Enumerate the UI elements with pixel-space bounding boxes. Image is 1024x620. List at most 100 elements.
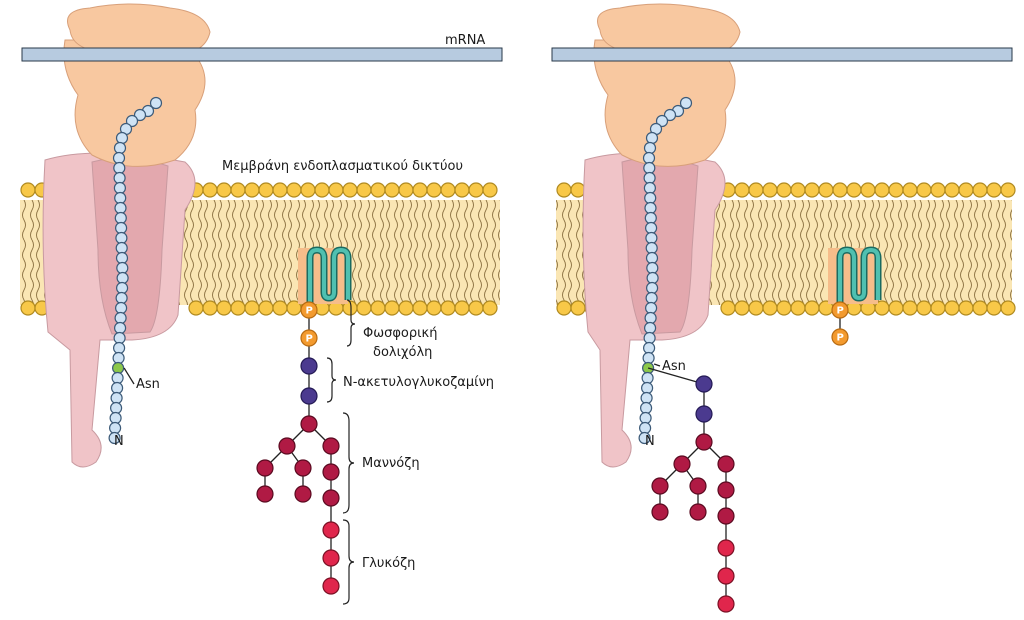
lipid-head	[244, 300, 260, 316]
dolichol-label-line1: Φωσφορική	[363, 326, 437, 341]
lipid-head	[874, 182, 890, 198]
brace-mannose	[342, 412, 355, 514]
glucose-sugar	[322, 549, 340, 567]
amino-acid-bead	[109, 401, 123, 415]
membrane-label: Μεμβράνη ενδοπλασματικού δικτύου	[222, 159, 463, 174]
amino-acid-bead	[645, 251, 659, 265]
phosphate-group	[300, 301, 318, 319]
amino-acid-bead	[113, 181, 127, 195]
asn-pointer	[123, 367, 135, 385]
phosphate-label: P	[306, 306, 313, 317]
amino-acid-bead	[645, 231, 658, 245]
asn-label-left: Asn	[136, 377, 160, 392]
lipid-head	[888, 182, 904, 198]
amino-acid-bead	[115, 231, 128, 245]
lipid-head	[398, 300, 414, 316]
lipid-head	[986, 182, 1002, 198]
amino-acid-bead	[640, 391, 653, 405]
amino-acid-bead	[643, 161, 656, 175]
amino-acid-bead	[642, 351, 655, 365]
mannose-sugar	[256, 459, 274, 477]
mannose-sugar	[322, 489, 340, 507]
lipid-head	[300, 182, 316, 198]
lipid-head	[720, 300, 736, 316]
lipid-head	[1000, 182, 1016, 198]
amino-acid-bead	[639, 401, 653, 415]
lipid-head	[328, 182, 344, 198]
mannose-sugar	[651, 477, 669, 495]
amino-acid-bead	[639, 411, 652, 425]
asn-residue	[111, 361, 125, 375]
lipid-head	[790, 300, 806, 316]
amino-acid-bead	[655, 114, 669, 128]
lipid-head	[916, 300, 932, 316]
amino-acid-bead	[644, 221, 658, 235]
lipid-head	[972, 182, 988, 198]
amino-acid-bead	[133, 108, 147, 122]
lipid-head	[384, 300, 400, 316]
mannose-sugar	[322, 437, 340, 455]
amino-acid-bead	[125, 114, 139, 128]
amino-acid-bead	[638, 431, 651, 445]
oligosaccharide-attached	[647, 367, 735, 613]
amino-acid-bead	[110, 381, 124, 395]
amino-acid-bead	[643, 171, 656, 185]
lipid-head	[776, 182, 792, 198]
lipid-head	[930, 300, 946, 316]
mannose-sugar	[717, 481, 735, 499]
amino-acid-bead	[644, 311, 657, 325]
amino-acid-bead	[113, 141, 127, 155]
amino-acid-bead	[644, 211, 657, 225]
n-terminus-label-right: N	[645, 434, 655, 449]
amino-acid-bead	[642, 151, 656, 165]
amino-acid-bead	[112, 151, 126, 165]
lipid-head	[272, 300, 288, 316]
lipid-head	[286, 182, 302, 198]
lipid-head	[748, 182, 764, 198]
amino-acid-bead	[115, 291, 128, 305]
amino-acid-bead	[643, 141, 657, 155]
mannose-sugar	[673, 455, 691, 473]
amino-acid-bead	[112, 351, 125, 365]
lipid-head	[258, 300, 274, 316]
mannose-sugar	[695, 433, 713, 451]
mannose-sugar	[717, 455, 735, 473]
amino-acid-bead	[646, 271, 659, 285]
amino-acid-bead	[643, 331, 656, 345]
brace-glcnac	[326, 357, 337, 403]
amino-acid-bead	[115, 251, 129, 265]
amino-acid-bead	[116, 261, 129, 275]
lipid-head	[384, 182, 400, 198]
amino-acid-bead	[110, 391, 123, 405]
amino-acid-bead	[113, 161, 126, 175]
lipid-head	[790, 182, 806, 198]
lipid-head	[570, 182, 586, 198]
lipid-head	[216, 182, 232, 198]
amino-acid-bead	[114, 211, 127, 225]
mannose-sugar	[689, 477, 707, 495]
lipid-head	[230, 300, 246, 316]
lipid-head	[570, 300, 586, 316]
lipid-head	[846, 182, 862, 198]
glucose-sugar	[322, 577, 340, 595]
amino-acid-bead	[646, 261, 659, 275]
amino-acid-bead	[114, 221, 128, 235]
lipid-head	[412, 182, 428, 198]
lipid-head	[370, 300, 386, 316]
amino-acid-bead	[644, 191, 657, 205]
lipid-head	[860, 182, 876, 198]
mannose-sugar	[256, 485, 274, 503]
polypeptide-chain	[108, 96, 163, 445]
phosphate-group	[831, 301, 849, 319]
amino-acid-bead	[679, 96, 693, 110]
amino-acid-bead	[645, 241, 658, 255]
lipid-head	[440, 300, 456, 316]
lipid-head	[734, 300, 750, 316]
lipid-head	[930, 182, 946, 198]
mrna-strand	[551, 47, 1013, 62]
mannose-sugar	[278, 437, 296, 455]
amino-acid-bead	[113, 331, 126, 345]
panel-after-transfer: Asn N PP	[551, 3, 1016, 613]
translocon-pore	[621, 157, 699, 335]
